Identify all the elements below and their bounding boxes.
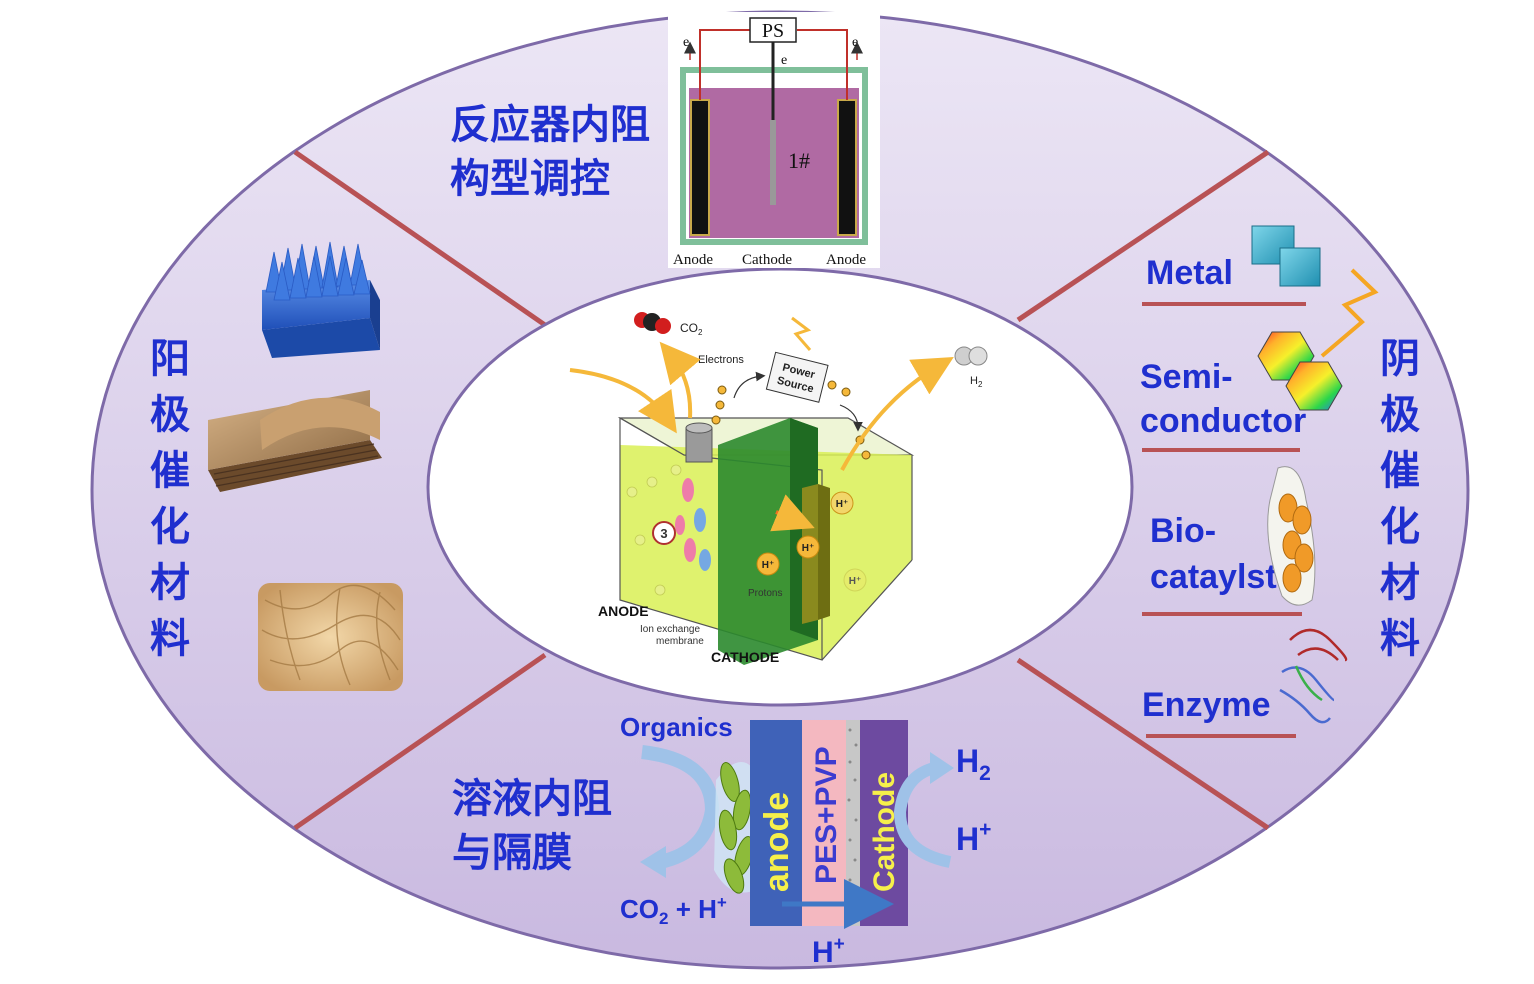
h2-flow-arrow [893, 762, 952, 868]
electron-right-label: e [852, 35, 858, 50]
section-dividers [293, 149, 1270, 831]
organics-flow-arrow [641, 745, 720, 869]
reactor-diagram: PS e e e 1# Anode Cathode Anode [668, 12, 880, 268]
fibrous-felt-image [258, 583, 403, 691]
chamber-label: 1# [788, 148, 810, 173]
proton-label-2: H⁺ [802, 543, 815, 554]
right-title-char-4: 化 [1380, 504, 1420, 550]
electron-center-label: e [781, 53, 787, 68]
co2-molecule-icon [634, 312, 671, 334]
bottom-h2-label: H2 [956, 743, 991, 785]
right-title-char-6: 料 [1380, 616, 1420, 662]
left-title-char-2: 极 [150, 392, 190, 438]
biocatalyst-label-line-2: cataylst [1150, 558, 1277, 596]
bottom-hplus-label: H+ [956, 818, 991, 857]
right-title-char-1: 阴 [1380, 336, 1420, 382]
right-title-char-5: 材 [1380, 560, 1420, 606]
semiconductor-label-line-1: Semi- [1140, 358, 1233, 396]
proton-label-4: H⁺ [849, 576, 862, 587]
organics-label: Organics [620, 712, 733, 742]
left-title-char-1: 阳 [150, 336, 190, 382]
ps-label: PS [762, 20, 784, 42]
center-h2-label: H2 [970, 375, 983, 389]
center-anode-label: ANODE [598, 603, 649, 619]
proton-label-1: H⁺ [762, 560, 775, 571]
h2-molecule-icon [954, 346, 988, 366]
membrane-layer [802, 720, 846, 926]
biocatalyst-bacteria-icon [1267, 466, 1316, 606]
left-title-char-3: 催 [150, 448, 190, 494]
center-co2-label: CO2 [680, 321, 703, 337]
left-title-char-4: 化 [150, 504, 190, 550]
membrane-layer-label: PES+PVP [810, 746, 843, 884]
enzyme-label: Enzyme [1142, 686, 1271, 724]
left-title-char-6: 料 [150, 616, 190, 662]
enzyme-protein-icon [1279, 628, 1348, 724]
biocatalyst-label-line-1: Bio- [1150, 512, 1216, 550]
reactor-anode-left-label: Anode [673, 252, 713, 268]
lightning-icon [1320, 268, 1379, 358]
right-title: 阴 极 催 化 材 料 [1380, 336, 1420, 662]
reactor-cathode-label: Cathode [742, 252, 792, 268]
power-source-box [765, 351, 829, 403]
membrane-label-line-2: membrane [656, 636, 704, 647]
blue-spike-foam-image [262, 241, 380, 358]
separator-layer [846, 720, 860, 926]
bottom-co2-label: CO2 + H+ [620, 893, 727, 928]
metal-label: Metal [1146, 254, 1233, 292]
reactor-anode-right-label: Anode [826, 252, 866, 268]
protons-label: Protons [748, 588, 782, 599]
corrugated-carbon-sheet-image [208, 390, 382, 492]
right-title-char-2: 极 [1380, 392, 1420, 438]
left-title: 阳 极 催 化 材 料 [150, 336, 190, 662]
bottom-title-line-2: 与隔膜 [452, 830, 572, 876]
anode-layer [750, 720, 802, 926]
semiconductor-hexagons-icon [1257, 331, 1343, 411]
right-title-char-3: 催 [1380, 448, 1420, 494]
top-title-line-2: 构型调控 [450, 156, 610, 202]
semiconductor-label-line-2: conductor [1140, 402, 1306, 440]
center-cathode-label: CATHODE [711, 649, 779, 665]
metal-cubes-icon [1251, 225, 1321, 287]
bottom-proton-label: H+ [812, 934, 845, 969]
mfc-schematic: 3 H⁺ H⁺ H⁺ H⁺ Power Source Electrons [569, 312, 988, 665]
proton-label-3: H⁺ [836, 499, 849, 510]
step-number: 3 [660, 526, 667, 541]
membrane-label-line-1: Ion exchange [640, 624, 700, 635]
left-title-char-5: 材 [150, 560, 190, 606]
electrons-label: Electrons [698, 354, 744, 366]
bottom-title-line-1: 溶液内阻 [452, 776, 612, 822]
top-title-line-1: 反应器内阻 [450, 102, 650, 148]
cathode-layer-label: Cathode [868, 772, 901, 892]
electron-left-label: e [683, 35, 689, 50]
power-supply-box [749, 17, 797, 43]
anode-layer-label: anode [758, 792, 796, 892]
anode-biofilm-icon [714, 762, 756, 894]
